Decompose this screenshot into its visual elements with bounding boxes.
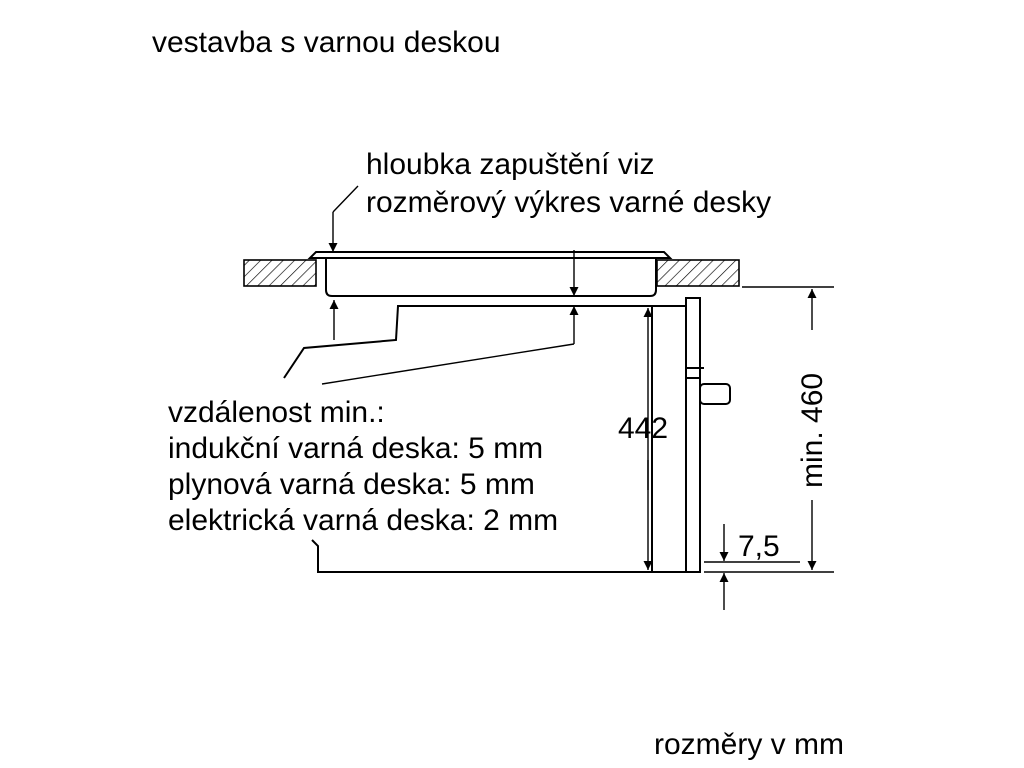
units-note: rozměry v mm [654, 728, 844, 761]
distance-note: vzdálenost min.: indukční varná deska: 5… [168, 396, 558, 537]
recess-note-line2: rozměrový výkres varné desky [366, 186, 771, 219]
worktop [243, 259, 740, 287]
distance-note-line1: vzdálenost min.: [168, 396, 385, 429]
recess-depth-leader [328, 185, 359, 340]
hob [307, 251, 673, 297]
recess-note-line1: hloubka zapuštění viz [366, 148, 655, 181]
dimension-min-height-label: min. 460 [796, 373, 829, 488]
dimension-inner-height-label: 442 [618, 412, 668, 445]
dimension-offset [704, 524, 800, 610]
dimension-min-height [704, 286, 834, 573]
hob-depth-arrows [321, 250, 579, 385]
diagram-title: vestavba s varnou deskou [152, 26, 501, 59]
oven-front [685, 297, 704, 573]
dimension-offset-label: 7,5 [738, 530, 780, 563]
distance-note-line2: indukční varná deska: 5 mm [168, 432, 543, 465]
distance-note-line3: plynová varná deska: 5 mm [168, 468, 535, 501]
oven-handle [699, 383, 731, 405]
recess-depth-note: hloubka zapuštění viz rozměrový výkres v… [366, 148, 771, 219]
distance-note-line4: elektrická varná deska: 2 mm [168, 504, 558, 537]
